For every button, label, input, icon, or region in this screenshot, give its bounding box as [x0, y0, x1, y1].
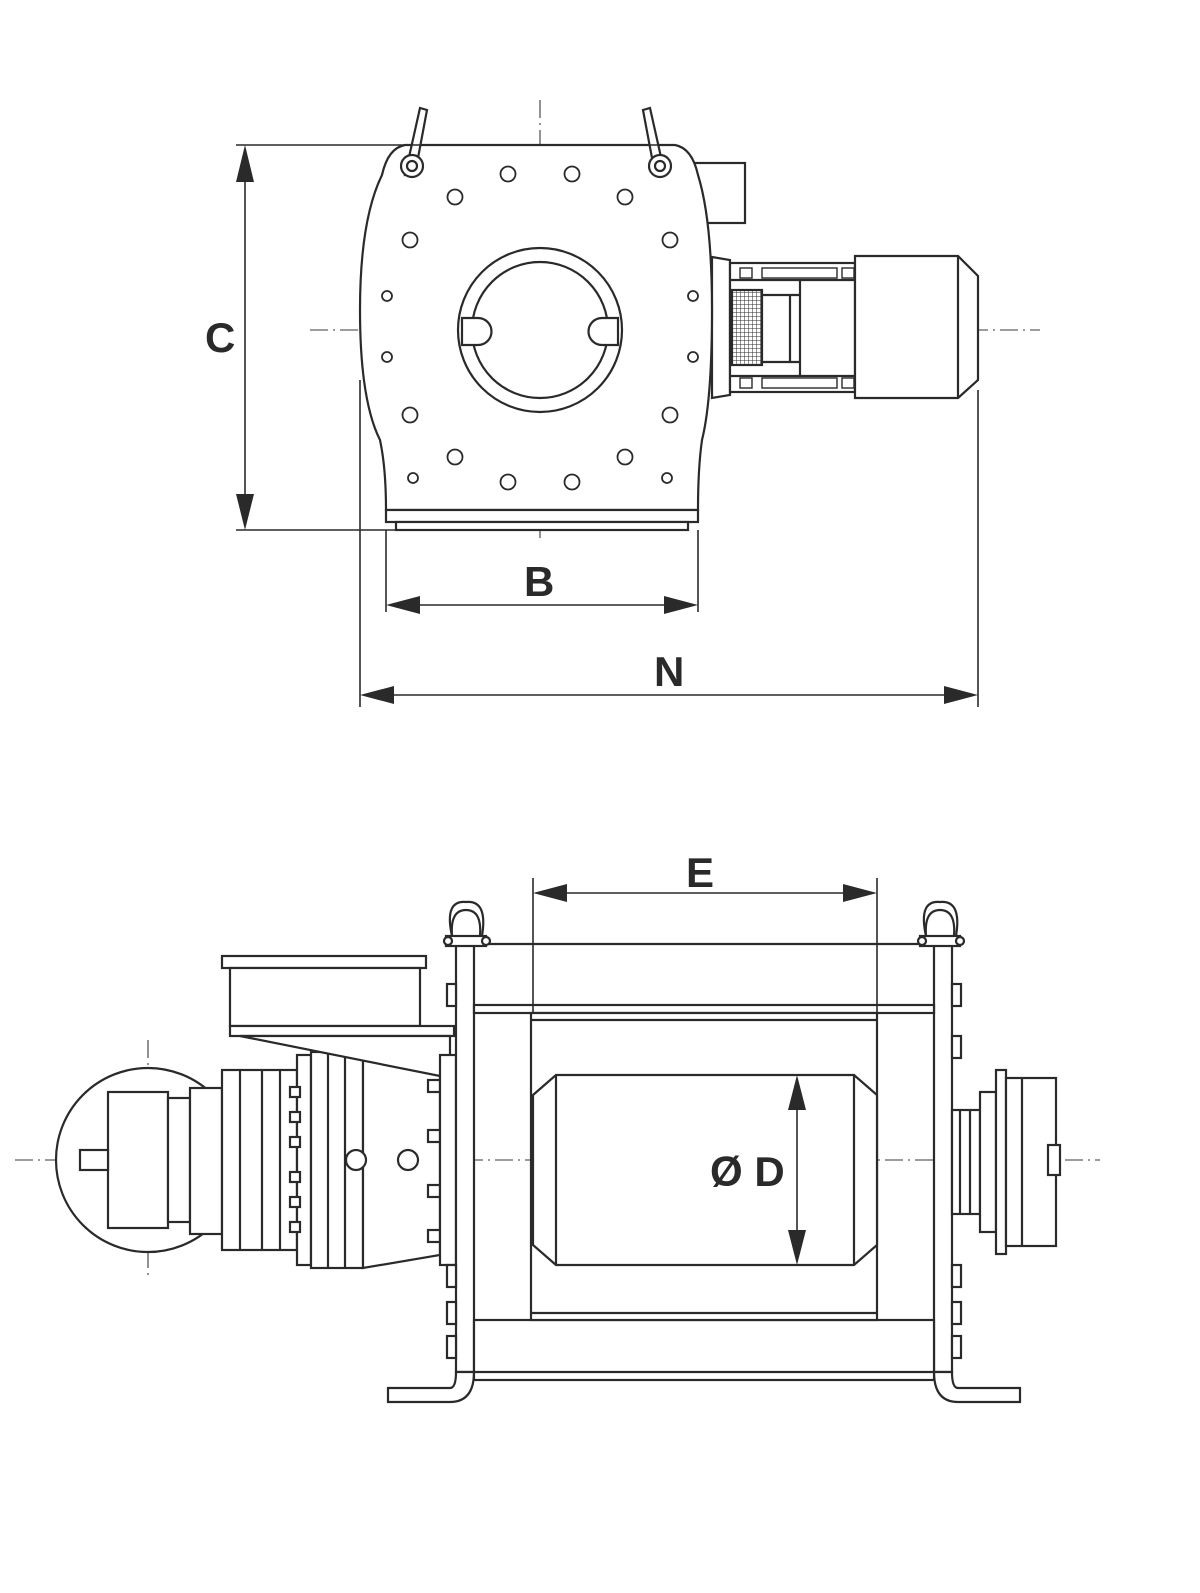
- dimension-label-n: N: [654, 648, 684, 695]
- gearbox: [288, 1048, 442, 1270]
- drum-flange-outer: [456, 246, 624, 414]
- plate-bolt-holes: [381, 165, 699, 491]
- lifting-lug-left: [399, 106, 429, 179]
- dimension-label-c: C: [205, 314, 235, 361]
- motor-fan-grille: [730, 288, 764, 367]
- bottom-tie-bar: [472, 1318, 936, 1382]
- right-end-cover: [950, 1068, 1062, 1256]
- dimension-label-e: E: [686, 849, 714, 896]
- dimension-d: Ø D: [710, 1075, 806, 1265]
- shackle-right: [916, 900, 966, 948]
- brake-box: [220, 954, 456, 1080]
- front-base: [384, 508, 700, 524]
- motor-body: [106, 1090, 170, 1230]
- dimension-label-b: B: [524, 558, 554, 605]
- dimension-b: B: [385, 530, 699, 614]
- dimension-c: C: [205, 144, 670, 531]
- shackle-left: [442, 900, 492, 948]
- dimension-n: N: [359, 380, 979, 707]
- dimension-label-d: Ø D: [710, 1148, 785, 1195]
- motor-end-cap: [853, 254, 980, 400]
- drum-barrel: [531, 1073, 879, 1267]
- dimension-e: E: [532, 849, 878, 1013]
- left-frame-plate: [386, 942, 476, 1404]
- top-tie-bar: [472, 1003, 936, 1015]
- lifting-lug-right: [641, 106, 673, 179]
- front-view: C B N: [205, 100, 1040, 707]
- side-motor: [710, 254, 980, 400]
- side-view: E Ø D: [15, 849, 1100, 1404]
